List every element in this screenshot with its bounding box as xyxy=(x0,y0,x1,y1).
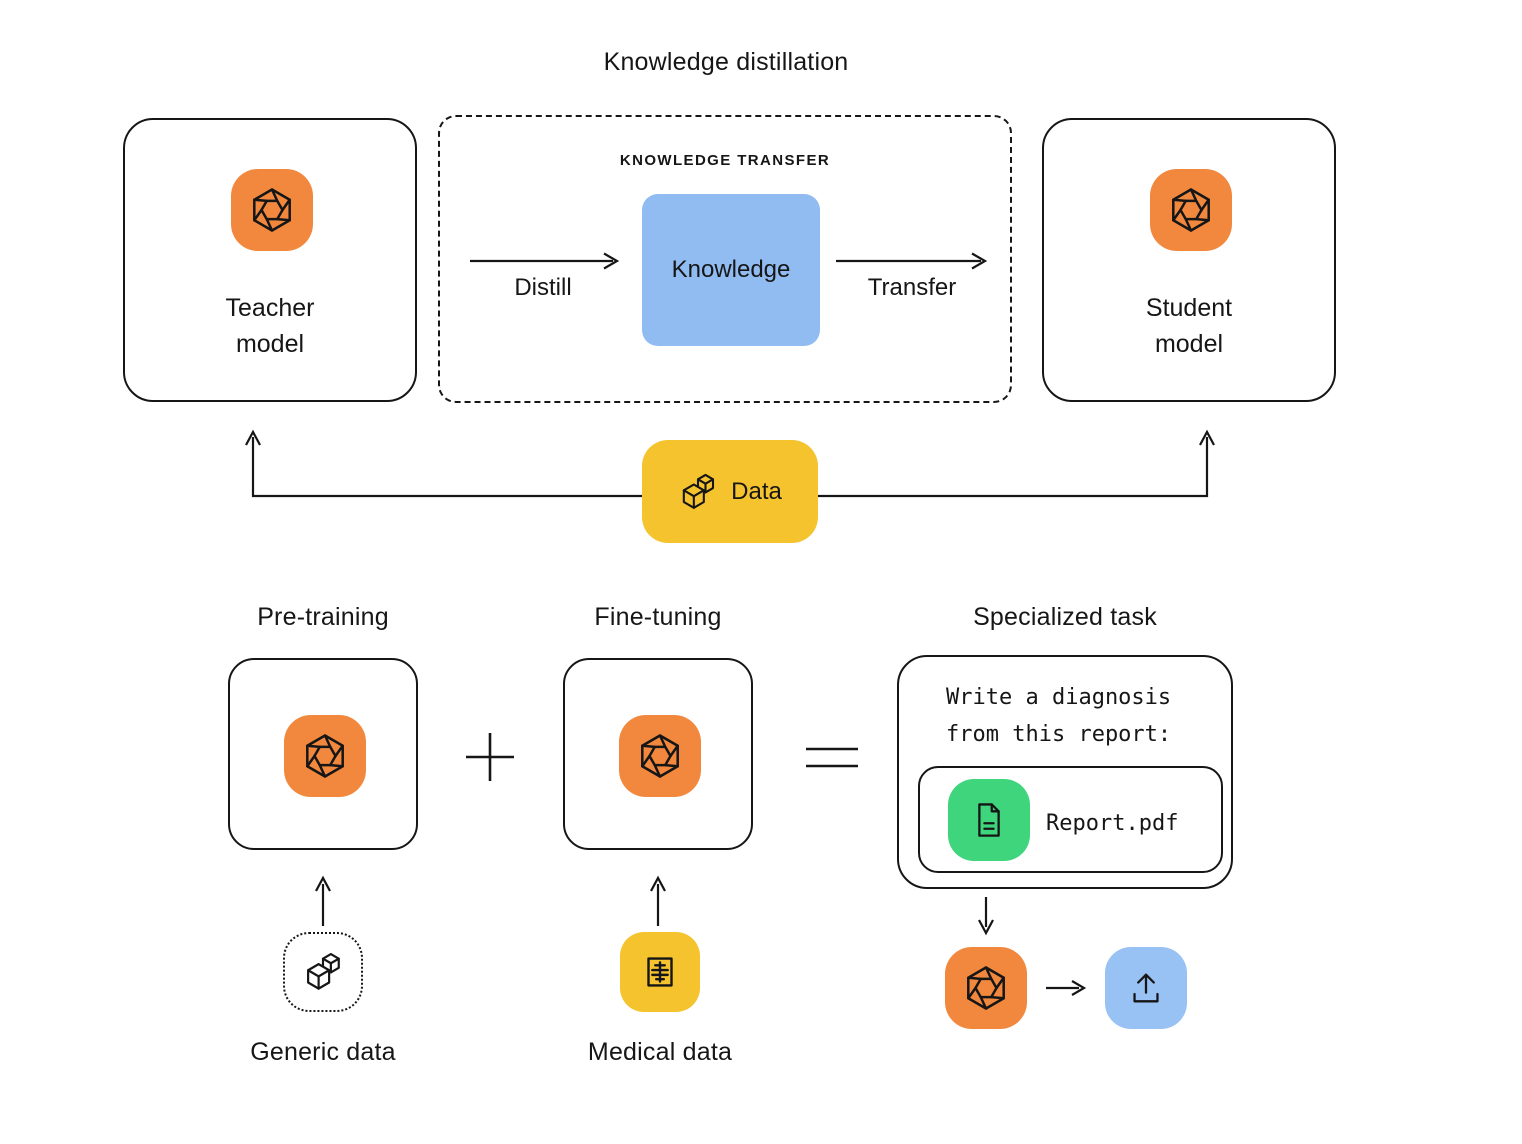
plus-icon xyxy=(466,733,514,781)
ai-model-icon xyxy=(967,966,1005,1010)
report-file-name: Report.pdf xyxy=(1046,811,1179,836)
data-blocks-icon xyxy=(307,952,340,990)
data-chip-label: Data xyxy=(731,477,782,505)
specialized-task-title: Specialized task xyxy=(973,603,1157,631)
pretraining-title: Pre-training xyxy=(257,603,389,631)
equals-icon xyxy=(806,747,858,768)
transfer-label: Transfer xyxy=(867,274,957,301)
data-blocks-icon xyxy=(682,473,715,509)
generic-data-up-arrow xyxy=(315,875,331,926)
ai-model-icon xyxy=(306,734,344,778)
distill-label: Distill xyxy=(514,274,572,301)
knowledge-transfer-box xyxy=(438,115,1012,403)
teacher-model-label: Teacher model xyxy=(225,294,315,358)
data-to-student-arrow xyxy=(818,429,1215,498)
medical-record-icon xyxy=(647,957,673,987)
medical-data-up-arrow xyxy=(650,875,666,926)
knowledge-chip: Knowledge xyxy=(642,194,820,346)
finetuning-box xyxy=(563,658,753,850)
specialized-down-arrow xyxy=(978,897,994,936)
knowledge-transfer-label: KNOWLEDGE TRANSFER xyxy=(619,152,831,169)
medical-data-label: Medical data xyxy=(587,1038,733,1066)
student-model-label: Student model xyxy=(1145,294,1233,358)
data-to-teacher-arrow xyxy=(245,429,642,498)
distill-arrow xyxy=(470,252,620,270)
pretraining-model-chip xyxy=(284,715,366,797)
prompt-text: Write a diagnosis from this report: xyxy=(946,685,1172,747)
generic-data-label: Generic data xyxy=(250,1038,396,1066)
ai-model-icon xyxy=(1172,188,1210,232)
finetuning-model-chip xyxy=(619,715,701,797)
specialized-model-chip xyxy=(945,947,1027,1029)
specialized-task-box: Write a diagnosis from this report: Repo… xyxy=(897,655,1233,889)
upload-chip xyxy=(1105,947,1187,1029)
teacher-model-chip xyxy=(231,169,313,251)
diagram-title: Knowledge distillation xyxy=(603,48,849,76)
ai-model-icon xyxy=(253,188,291,232)
data-chip: Data xyxy=(642,440,818,543)
teacher-model-box: Teacher model xyxy=(123,118,417,402)
upload-icon xyxy=(1133,973,1159,1003)
transfer-arrow xyxy=(836,252,988,270)
student-model-box: Student model xyxy=(1042,118,1336,402)
pretraining-box xyxy=(228,658,418,850)
report-file-card: Report.pdf xyxy=(918,766,1223,873)
report-file-chip xyxy=(948,779,1030,861)
student-model-chip xyxy=(1150,169,1232,251)
finetuning-title: Fine-tuning xyxy=(594,603,722,631)
ai-model-icon xyxy=(641,734,679,778)
model-to-upload-arrow xyxy=(1046,980,1087,996)
document-icon xyxy=(978,803,1000,837)
generic-data-chip xyxy=(283,932,363,1012)
medical-data-chip xyxy=(620,932,700,1012)
